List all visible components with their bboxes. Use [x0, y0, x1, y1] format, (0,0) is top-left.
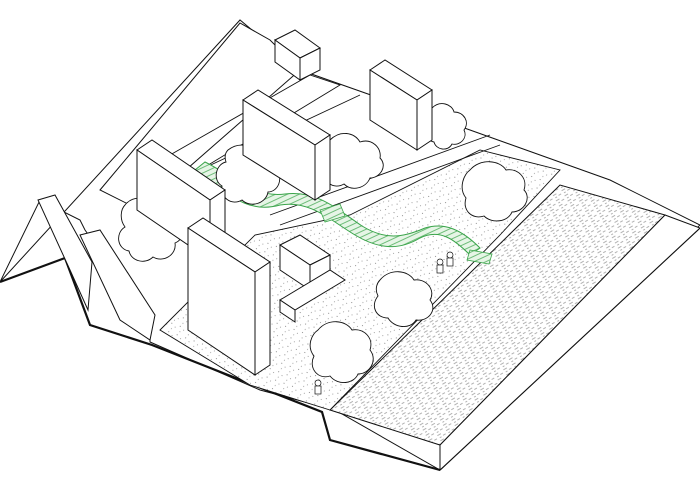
tree-cluster [461, 161, 528, 222]
building-block [242, 89, 331, 201]
building-block [279, 269, 346, 323]
building-blocks [136, 29, 433, 376]
tree-cluster [374, 271, 434, 327]
people-figures [314, 251, 454, 395]
building-block [187, 217, 271, 376]
building-block [274, 29, 321, 81]
green-walkway [194, 161, 493, 265]
building-block [369, 59, 433, 151]
tree-cluster [309, 321, 374, 383]
